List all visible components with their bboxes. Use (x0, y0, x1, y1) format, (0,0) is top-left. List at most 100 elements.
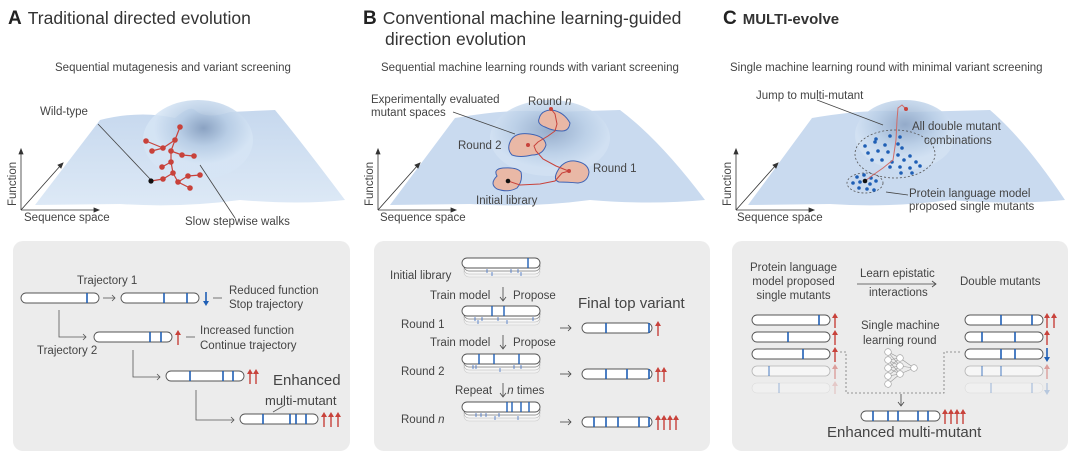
panel-subtitle: Sequential machine learning rounds with … (381, 62, 679, 74)
ml-trajectory (507, 108, 571, 186)
single-mutant-region (846, 172, 884, 194)
panel-b-explanation-box (374, 241, 710, 451)
round-text: Round (401, 414, 435, 426)
leader-line (816, 99, 884, 126)
repeat-text: Repeat (455, 385, 493, 397)
decrease-arrow-icon (1044, 348, 1050, 395)
axes-icon (18, 147, 101, 213)
start-point (862, 178, 868, 184)
trajectory-1-label: Trajectory 1 (77, 275, 138, 287)
library-stack-round-2 (461, 353, 541, 374)
landscape-peak (855, 100, 955, 170)
train-model-label: Train model (430, 290, 491, 302)
times-text: times (516, 385, 545, 397)
increase-arrow-icon (832, 313, 838, 394)
round-1-row-label: Round 1 (401, 319, 445, 331)
panel-letter: A (8, 8, 22, 29)
slow-walks-label: Slow stepwise walks (185, 216, 290, 228)
down-arrow (897, 394, 905, 407)
initial-library-label: Initial library (476, 195, 538, 207)
x-axis-label: Sequence space (737, 212, 823, 224)
sequence-bar (93, 331, 173, 343)
panel-title-text: Traditional directed evolution (27, 8, 251, 28)
train-model-label: Train model (430, 337, 491, 349)
leader-line (97, 123, 152, 181)
sequence-bar (581, 368, 653, 380)
panel-title-line1: Conventional machine learning-guided (382, 8, 682, 28)
evaluated-spaces-label-2: mutant spaces (371, 107, 446, 119)
sequence-bar (581, 416, 653, 428)
panel-title-line2: direction evolution (385, 29, 527, 49)
round-1-label: Round 1 (593, 163, 637, 175)
round-2-label: Round 2 (458, 140, 502, 152)
multi-evolve-diagram (751, 280, 1057, 424)
round-n-row-label: Round n (401, 414, 445, 427)
double-mutant-label-2: combinations (924, 135, 992, 147)
learn-arrow (857, 280, 937, 288)
multi-mutant-label: multi-mutant (265, 393, 337, 408)
sequence-bar (239, 413, 319, 425)
round-n-italic: n (565, 96, 572, 108)
double-mutants-label: Double mutants (960, 276, 1041, 288)
repeat-label: Repeat n times (455, 385, 544, 398)
plm-box-label-3: single mutants (756, 290, 831, 302)
single-mutant-list (751, 314, 831, 394)
round-1-region (554, 160, 590, 184)
wild-type-point (148, 178, 154, 184)
single-mutant-points (851, 173, 878, 192)
double-mutant-label-1: All double mutant (912, 121, 1001, 133)
round-n-text: Round (528, 96, 562, 108)
n-italic: n (438, 414, 445, 426)
fitness-landscape-a (18, 100, 345, 219)
jump-label: Jump to multi-mutant (756, 90, 864, 102)
enhanced-label: Enhanced (273, 372, 341, 389)
interactions-label: interactions (869, 287, 928, 299)
top-point (904, 107, 908, 111)
right-arrows (560, 324, 572, 426)
x-axis-label: Sequence space (24, 212, 110, 224)
increase-arrow-icon (942, 409, 966, 424)
x-axis-label: Sequence space (380, 212, 466, 224)
final-multi-mutant (860, 410, 941, 422)
dashed-connectors (840, 351, 960, 394)
panel-c-title: C MULTI-evolve (723, 8, 839, 30)
continue-trajectory-label: Continue trajectory (200, 340, 297, 352)
double-mutant-region (854, 129, 936, 179)
plm-label-2: proposed single mutants (909, 201, 1035, 213)
neural-network-icon (884, 348, 918, 388)
double-mutant-list (964, 314, 1044, 394)
plm-box-label-1: Protein language (750, 262, 837, 274)
initial-library-row-label: Initial library (390, 270, 452, 282)
fitness-landscape-b (375, 100, 705, 213)
plm-box-label-2: model proposed (752, 276, 835, 288)
flow-arrows (58, 294, 286, 424)
round-point (526, 143, 530, 147)
panel-title-text: MULTI-evolve (742, 11, 840, 28)
increased-function-label: Increased function (200, 325, 294, 337)
round-2-row-label: Round 2 (401, 366, 445, 378)
landscape-peak (490, 100, 610, 176)
sequence-bar (120, 292, 200, 304)
learn-epistatic-label: Learn epistatic (860, 268, 935, 280)
propose-label: Propose (513, 290, 556, 302)
increase-arrow-icon (175, 330, 341, 427)
single-round-label-1: Single machine (861, 320, 940, 332)
panel-letter: C (723, 8, 737, 29)
sequence-bar (165, 370, 245, 382)
propose-label: Propose (513, 337, 556, 349)
final-top-variant-label: Final top variant (578, 295, 685, 312)
sequence-bar (581, 322, 653, 334)
reduced-function-label: Reduced function (229, 285, 319, 297)
mutation-marks (593, 323, 650, 427)
library-stack-initial (461, 257, 541, 278)
jump-trajectory (864, 104, 907, 182)
double-mutant-points (863, 134, 922, 175)
increase-arrow-icon (655, 321, 679, 430)
wild-type-label: Wild-type (40, 106, 88, 118)
ml-rounds-diagram (461, 257, 679, 430)
